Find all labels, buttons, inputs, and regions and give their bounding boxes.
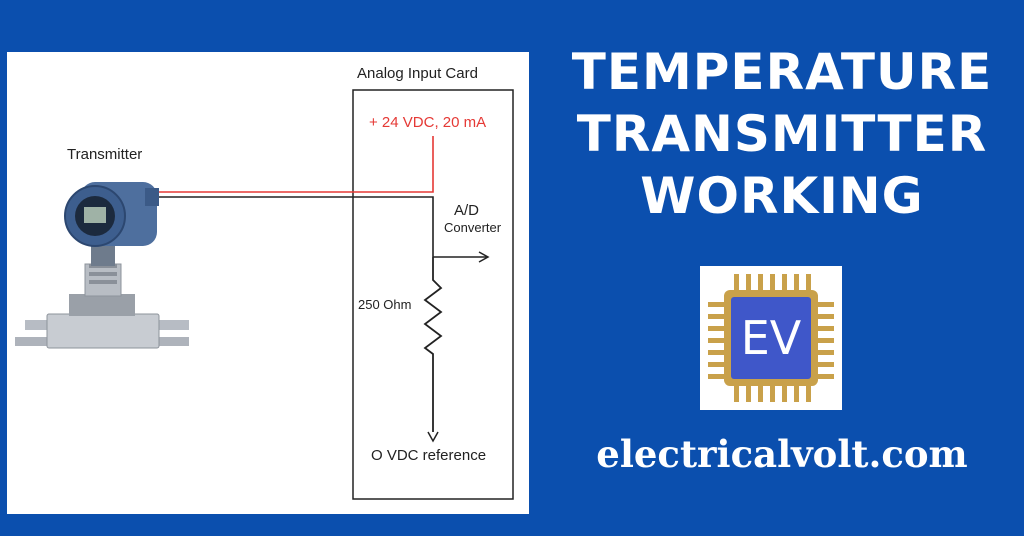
transmitter-illustration — [15, 182, 189, 349]
website-url: electricalvolt.com — [596, 432, 968, 476]
ev-logo: EV — [700, 266, 842, 410]
headline-line-1: TEMPERATURE — [571, 43, 993, 101]
logo-text: EV — [740, 311, 802, 365]
resistor-symbol — [423, 257, 443, 432]
adc-arrow-head — [478, 251, 490, 263]
headline-line-3: WORKING — [640, 167, 924, 225]
supply-label: + 24 VDC, 20 mA — [369, 114, 487, 131]
headline-line-2: TRANSMITTER — [576, 105, 988, 163]
transmitter-label: Transmitter — [67, 146, 143, 163]
reference-label: O VDC reference — [371, 447, 487, 464]
adc-label-bottom: Converter — [444, 220, 502, 235]
analog-input-card-box — [352, 89, 514, 500]
resistor-label: 250 Ohm — [358, 297, 412, 312]
chip-icon — [708, 274, 834, 402]
supply-wire — [159, 136, 434, 193]
circuit-diagram — [15, 89, 514, 500]
return-wire — [159, 196, 434, 257]
adc-label-top: A/D — [454, 202, 480, 219]
reference-arrow-head — [427, 431, 439, 443]
analog-input-card-label: Analog Input Card — [357, 65, 478, 82]
diagram-panel: Analog Input Card + 24 VDC, 20 mA Transm… — [7, 52, 529, 514]
